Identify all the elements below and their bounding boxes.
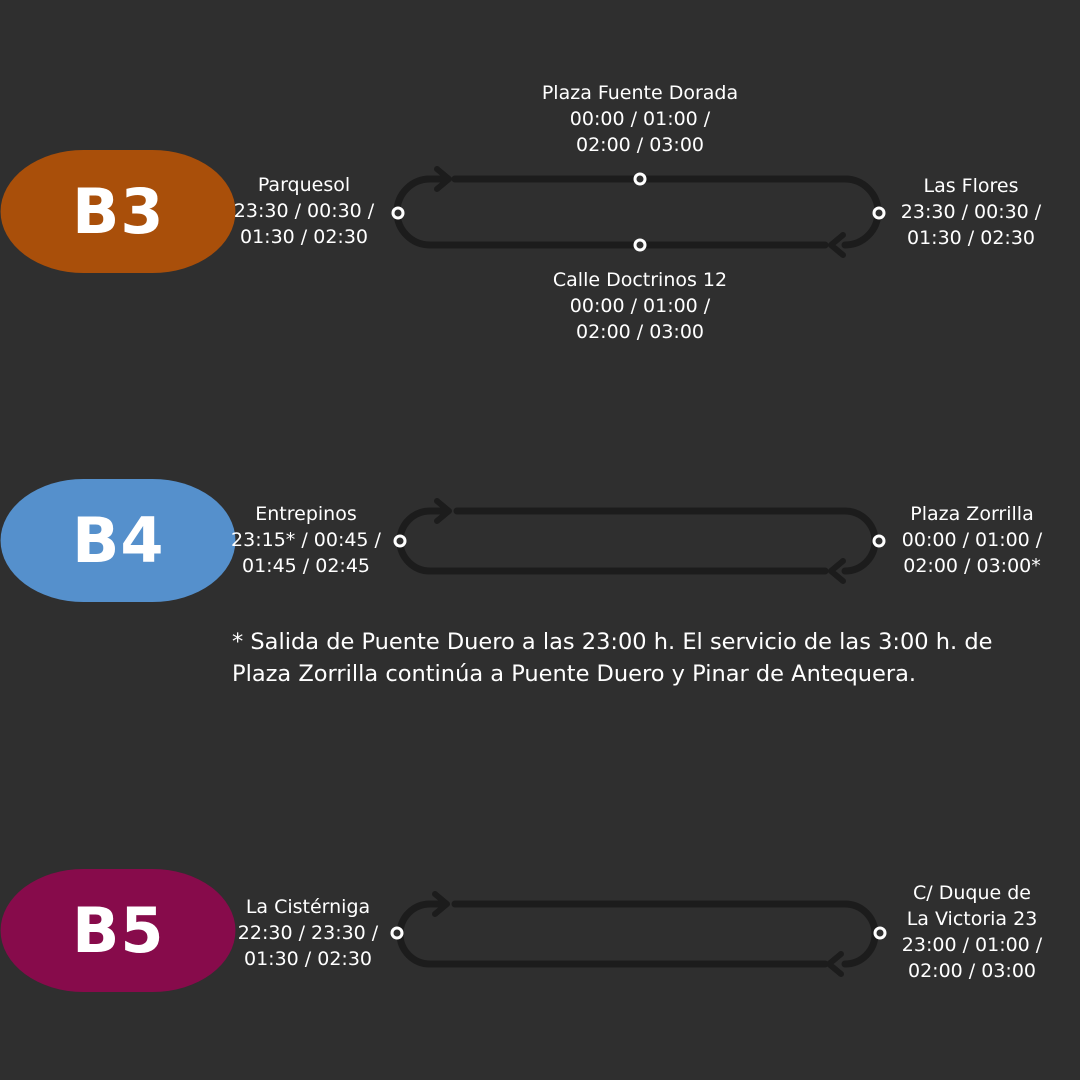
stop-times: 01:30 / 02:30 bbox=[240, 226, 368, 248]
stop-label-top: Plaza Fuente Dorada 00:00 / 01:00 / 02:0… bbox=[520, 80, 760, 158]
route-path-bottom bbox=[396, 507, 829, 575]
route-path-bottom bbox=[393, 175, 829, 249]
footnote: * Salida de Puente Duero a las 23:00 h. … bbox=[232, 626, 1052, 690]
arrow-left-icon bbox=[828, 558, 846, 584]
stop-times: 02:00 / 03:00 bbox=[576, 321, 704, 343]
stop-dot-left bbox=[390, 926, 404, 940]
route-path-top bbox=[453, 507, 879, 575]
stop-dot-right bbox=[873, 926, 887, 940]
stop-label-bottom: Calle Doctrinos 12 00:00 / 01:00 / 02:00… bbox=[520, 267, 760, 345]
route-path-top bbox=[451, 900, 879, 968]
route-path-top bbox=[451, 175, 882, 249]
route-loop-b4 bbox=[393, 498, 886, 584]
stop-times: 00:00 / 01:00 / bbox=[901, 529, 1043, 551]
stop-name: Las Flores bbox=[923, 175, 1019, 197]
arrow-right-icon bbox=[434, 166, 452, 192]
stop-times: 23:00 / 01:00 / bbox=[901, 934, 1043, 956]
stop-label-right: Plaza Zorrilla 00:00 / 01:00 / 02:00 / 0… bbox=[892, 501, 1052, 579]
stop-label-left: La Cistérniga 22:30 / 23:30 / 01:30 / 02… bbox=[230, 894, 386, 972]
stop-name: Calle Doctrinos 12 bbox=[552, 269, 728, 291]
stop-label-left: Parquesol 23:30 / 00:30 / 01:30 / 02:30 bbox=[226, 172, 382, 250]
arrow-right-icon bbox=[432, 891, 450, 917]
stop-label-left: Entrepinos 23:15* / 00:45 / 01:45 / 02:4… bbox=[226, 501, 386, 579]
stop-dot-left bbox=[391, 206, 405, 220]
stop-times: 02:00 / 03:00 bbox=[908, 960, 1036, 982]
stop-times: 01:30 / 02:30 bbox=[907, 227, 1035, 249]
stop-label-right: C/ Duque de La Victoria 23 23:00 / 01:00… bbox=[892, 880, 1052, 984]
stop-dot-bottom bbox=[633, 238, 647, 252]
stop-dot-left bbox=[393, 534, 407, 548]
stop-name: Plaza Zorrilla bbox=[910, 503, 1034, 525]
stop-name: La Victoria 23 bbox=[906, 908, 1038, 930]
stop-name: La Cistérniga bbox=[245, 896, 371, 918]
stop-label-right: Las Flores 23:30 / 00:30 / 01:30 / 02:30 bbox=[893, 173, 1049, 251]
stop-times: 01:45 / 02:45 bbox=[242, 555, 370, 577]
stop-times: 02:00 / 03:00 bbox=[576, 134, 704, 156]
line-badge-b5[interactable]: B5 bbox=[0, 869, 236, 992]
footnote-line: * Salida de Puente Duero a las 23:00 h. … bbox=[232, 629, 993, 655]
line-badge-b4[interactable]: B4 bbox=[0, 479, 236, 602]
stop-name: Plaza Fuente Dorada bbox=[541, 82, 739, 104]
route-loop-b3 bbox=[391, 166, 886, 258]
stop-dot-right bbox=[872, 206, 886, 220]
stop-times: 00:00 / 01:00 / bbox=[569, 295, 711, 317]
stop-name: Parquesol bbox=[257, 174, 351, 196]
arrow-left-icon bbox=[826, 951, 844, 977]
stop-dot-top bbox=[633, 172, 647, 186]
stop-times: 23:15* / 00:45 / bbox=[231, 529, 381, 551]
route-loop-b5 bbox=[390, 891, 887, 977]
stop-times: 23:30 / 00:30 / bbox=[233, 200, 375, 222]
stop-times: 00:00 / 01:00 / bbox=[569, 108, 711, 130]
stop-times: 02:00 / 03:00* bbox=[903, 555, 1041, 577]
line-badge-b3[interactable]: B3 bbox=[0, 150, 236, 273]
stop-times: 23:30 / 00:30 / bbox=[900, 201, 1042, 223]
arrow-left-icon bbox=[828, 232, 846, 258]
arrow-right-icon bbox=[434, 498, 452, 524]
stop-times: 22:30 / 23:30 / bbox=[237, 922, 379, 944]
stop-name: C/ Duque de bbox=[913, 882, 1031, 904]
footnote-line: Plaza Zorrilla continúa a Puente Duero y… bbox=[232, 661, 917, 687]
route-path-bottom bbox=[396, 900, 829, 968]
stop-times: 01:30 / 02:30 bbox=[244, 948, 372, 970]
stop-dot-right bbox=[872, 534, 886, 548]
stop-name: Entrepinos bbox=[255, 503, 357, 525]
